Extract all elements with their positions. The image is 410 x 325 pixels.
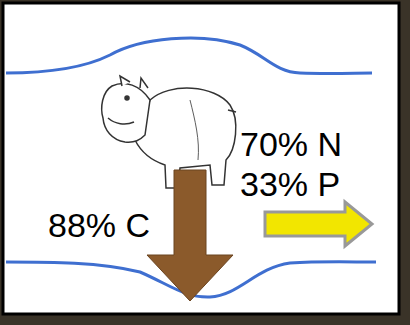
carbon-arrow	[147, 170, 233, 301]
nutrient-label: 70% N	[240, 125, 342, 163]
hippo-drawing	[102, 76, 236, 188]
nutrient-label: 33% P	[240, 165, 340, 203]
nutrient-label: 88% C	[48, 206, 150, 244]
frame	[3, 3, 399, 314]
nutrient-arrow	[265, 202, 372, 246]
river-bank-top	[6, 38, 372, 73]
